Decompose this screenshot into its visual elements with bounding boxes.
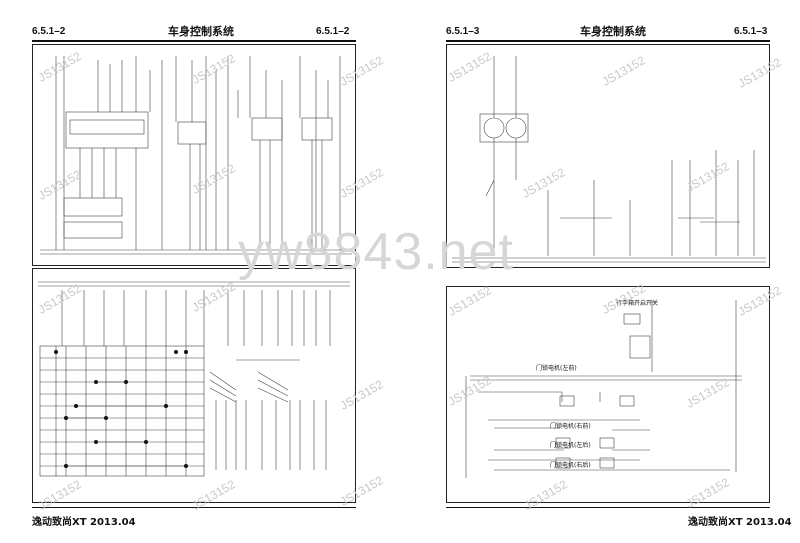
right-footer-rule <box>446 507 770 508</box>
right-bottom-wiring-panel <box>446 286 770 503</box>
label-rear-left: 门锁电机(左后) <box>550 442 591 449</box>
label-front-door-switch: 门锁电机(右前) <box>550 423 591 430</box>
module-block-2 <box>251 117 283 141</box>
right-top-motor-1 <box>483 117 505 139</box>
right-footer: 逸动致尚XT 2013.04 <box>688 517 792 528</box>
switch-matrix-table <box>39 345 205 477</box>
left-section-number: 6.5.1–2 <box>32 26 66 37</box>
right-section-number-right: 6.5.1–3 <box>734 26 768 37</box>
trunk-switch-symbol <box>623 313 641 325</box>
left-top-wiring-panel <box>32 44 356 266</box>
label-rear-door-switch: 门锁电机(左前) <box>536 365 577 372</box>
module-block-3 <box>301 117 333 141</box>
left-header-rule <box>32 40 356 42</box>
main-watermark: yw8843.net <box>238 223 514 281</box>
bcm-connector-block <box>65 111 149 149</box>
label-trunk-switch: 行李箱开启开关 <box>616 300 659 307</box>
left-footer: 逸动致尚XT 2013.04 <box>32 517 136 528</box>
right-page-title: 车身控制系统 <box>580 25 646 38</box>
module-block-1 <box>177 121 207 145</box>
left-section-number-right: 6.5.1–2 <box>316 26 350 37</box>
right-section-number: 6.5.1–3 <box>446 26 480 37</box>
left-footer-rule <box>32 507 356 508</box>
right-header-rule <box>446 40 770 42</box>
label-rear-right: 门锁电机(右后) <box>550 462 591 469</box>
right-top-motor-2 <box>505 117 527 139</box>
left-page-title: 车身控制系统 <box>168 25 234 38</box>
